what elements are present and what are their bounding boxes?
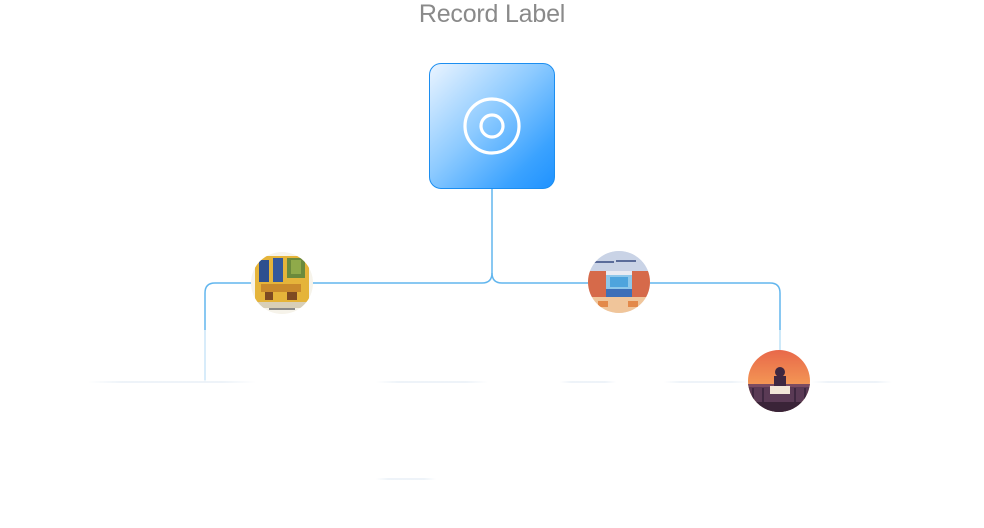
faint-placeholder-node-6 bbox=[376, 478, 436, 480]
vinyl-record-icon bbox=[463, 97, 521, 155]
artist-node-1[interactable] bbox=[251, 252, 313, 314]
connector-trunk bbox=[204, 189, 493, 380]
train-interior-album-art-icon bbox=[588, 251, 650, 313]
faint-placeholder-node-4 bbox=[664, 381, 748, 383]
artist-node-2[interactable] bbox=[588, 251, 650, 313]
faint-placeholder-node-2 bbox=[376, 381, 488, 383]
connector-right-branch bbox=[491, 272, 781, 352]
sunset-balcony-album-art-icon bbox=[748, 350, 810, 412]
diagram-title: Record Label bbox=[418, 0, 566, 28]
faint-placeholder-node-1 bbox=[88, 381, 256, 383]
yellow-facade-album-art-icon bbox=[251, 252, 313, 314]
root-node-record-label[interactable] bbox=[429, 63, 555, 189]
faint-placeholder-node-5 bbox=[812, 381, 892, 383]
faint-placeholder-node-3 bbox=[560, 381, 616, 383]
artist-node-3[interactable] bbox=[748, 350, 810, 412]
